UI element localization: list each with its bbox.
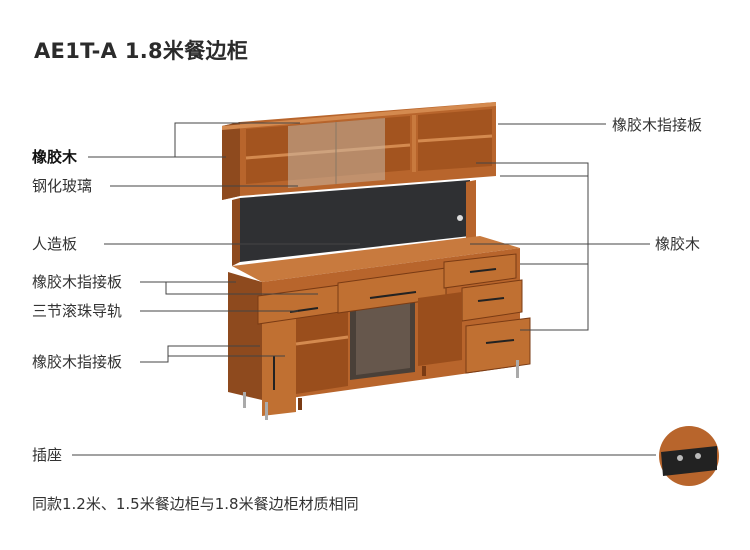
leader-lines [72,122,656,456]
footnote: 同款1.2米、1.5米餐边柜与1.8米餐边柜材质相同 [32,495,359,513]
label-finger-joint-board-2: 橡胶木指接板 [32,353,123,371]
page-title: AE1T-A 1.8米餐边柜 [34,39,249,63]
label-finger-joint-board-right: 橡胶木指接板 [612,116,703,134]
label-engineered-board: 人造板 [32,235,78,253]
label-tempered-glass: 钢化玻璃 [32,177,93,195]
label-socket: 插座 [32,446,63,464]
hutch [222,102,496,200]
base-cabinet [228,236,531,420]
socket-inset [659,426,719,486]
label-ball-bearing-slide: 三节滚珠导轨 [32,302,123,320]
label-rubberwood-top: 橡胶木 [32,148,78,166]
pegboard [232,180,476,266]
label-finger-joint-board-1: 橡胶木指接板 [32,273,123,291]
label-rubberwood-right: 橡胶木 [655,235,701,253]
